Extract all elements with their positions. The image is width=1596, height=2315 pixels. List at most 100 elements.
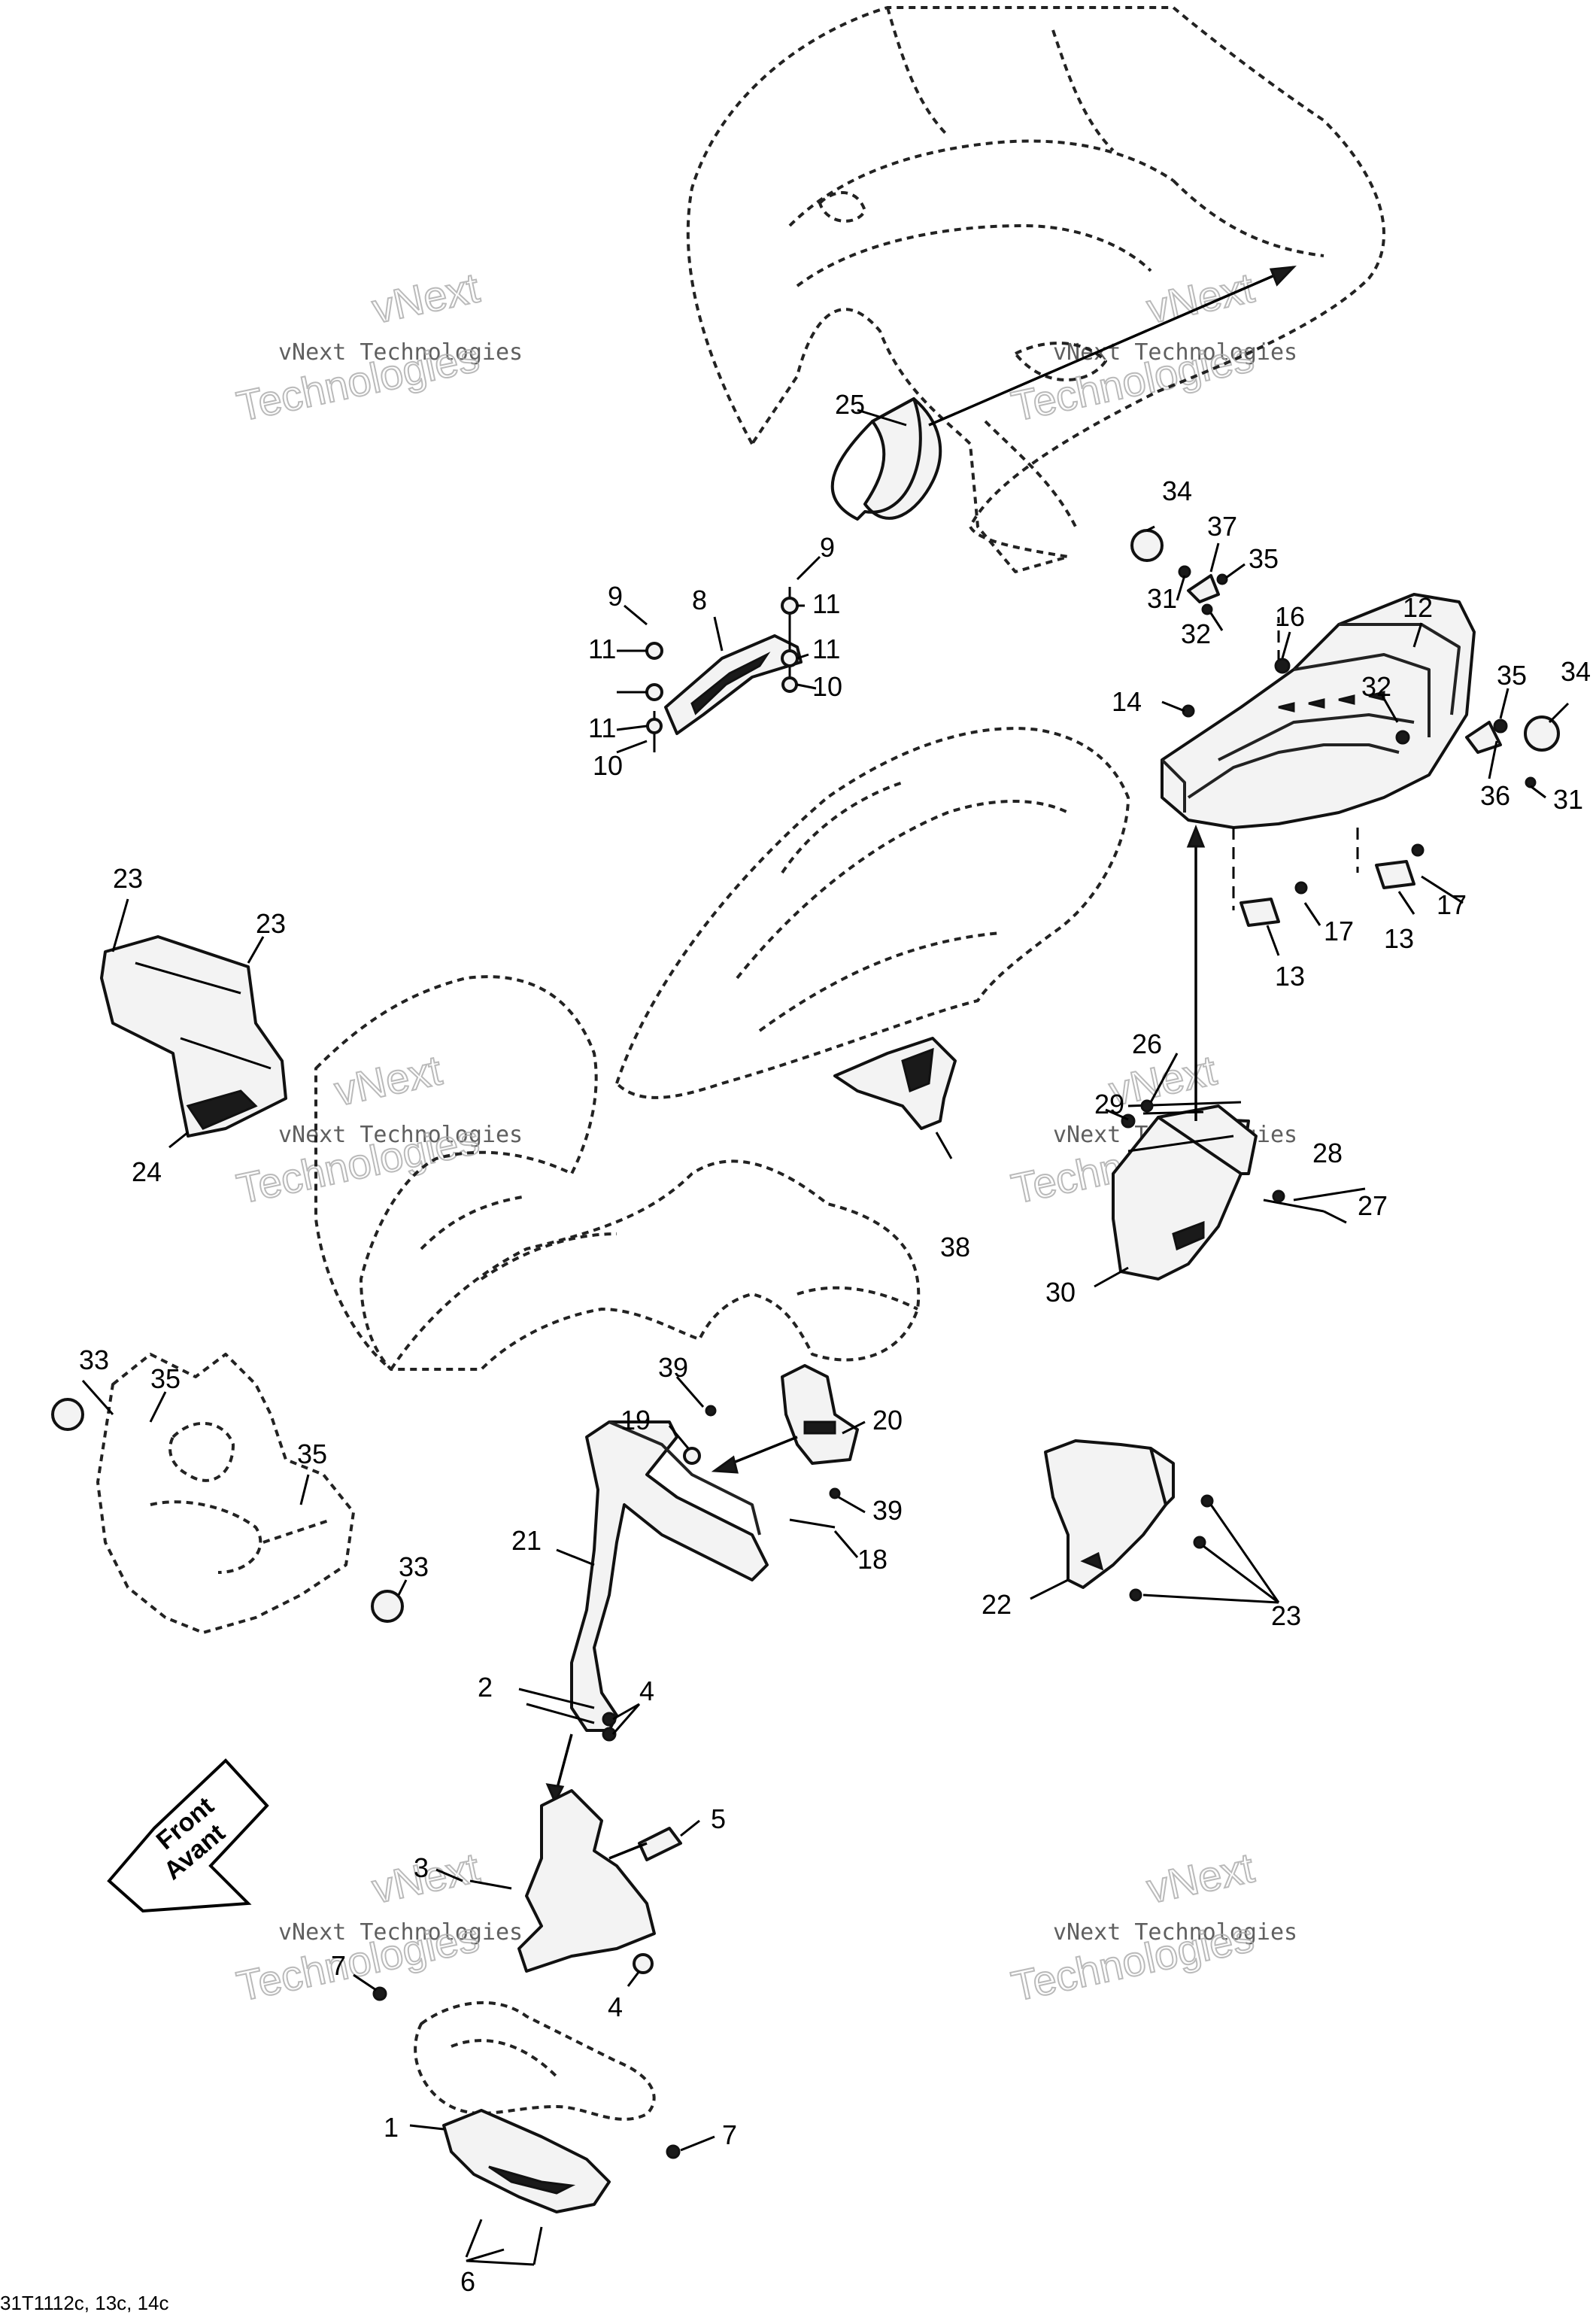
bolts-2 xyxy=(518,1688,595,1724)
callout-21: 21 xyxy=(511,1525,542,1556)
arrow-head-20-21 xyxy=(711,1455,739,1474)
callout-26: 26 xyxy=(1132,1028,1162,1059)
front-bumper-outline xyxy=(414,2001,656,2121)
spacer-5 xyxy=(638,1827,682,1861)
nut-4-lower xyxy=(633,1953,654,1974)
fastener-39-top xyxy=(705,1405,717,1417)
callout-23-c: 23 xyxy=(1271,1600,1301,1631)
fastener-7-bottom xyxy=(666,2144,681,2159)
callout-4-b: 4 xyxy=(608,1991,623,2022)
svg-text:vNext: vNext xyxy=(368,263,484,332)
watermark-bottom-right: vNext Technologies Technologies vNext xyxy=(1006,1843,1297,2010)
part-22-side-guard xyxy=(1044,1439,1175,1589)
svg-text:vNext Technologies: vNext Technologies xyxy=(1053,1919,1297,1946)
front-direction-badge: Front Avant xyxy=(107,1758,269,1913)
callout-35-a: 35 xyxy=(1249,543,1279,574)
watermark-top-left: vNext Technologies Technologies vNext xyxy=(232,263,523,430)
front-fender-outline xyxy=(314,975,921,1372)
callout-34-right: 34 xyxy=(1561,656,1591,687)
callout-3: 3 xyxy=(414,1852,429,1883)
fastener-39-bottom xyxy=(829,1487,841,1499)
callout-9-right: 9 xyxy=(820,532,835,563)
svg-text:vNext: vNext xyxy=(1142,1843,1258,1912)
rack-hardware xyxy=(1178,565,1537,895)
hardware-26 xyxy=(1140,1099,1154,1113)
callout-39-a: 39 xyxy=(658,1352,688,1383)
assembly-arrow-25 xyxy=(928,266,1294,427)
callout-9-left: 9 xyxy=(608,581,623,612)
svg-text:vNext Technologies: vNext Technologies xyxy=(278,1919,523,1946)
callout-37: 37 xyxy=(1207,511,1237,542)
callout-17-a: 17 xyxy=(1324,916,1354,946)
callout-35-d: 35 xyxy=(297,1439,327,1469)
callout-7-b: 7 xyxy=(722,2119,737,2150)
callout-32-b: 32 xyxy=(1361,671,1391,702)
bolt-18 xyxy=(789,1518,836,1529)
part-20-mount-bracket xyxy=(781,1364,859,1465)
arrow-head-30-12 xyxy=(1186,824,1206,848)
callout-8: 8 xyxy=(692,585,707,615)
nut-19 xyxy=(683,1447,701,1465)
callout-31-a: 31 xyxy=(1147,583,1177,614)
callout-31-b: 31 xyxy=(1553,784,1583,815)
fasteners-6 xyxy=(465,2219,543,2265)
callout-leaders xyxy=(81,525,1570,2266)
callout-11-b: 11 xyxy=(588,633,616,664)
watermark-bottom-left: vNext Technologies Technologies vNext xyxy=(232,1843,523,2010)
callout-28: 28 xyxy=(1312,1138,1343,1168)
part-25-trim-strip xyxy=(830,397,942,521)
callout-14: 14 xyxy=(1112,686,1142,717)
leader-25 xyxy=(857,409,907,427)
svg-text:vNext Technologies: vNext Technologies xyxy=(278,1122,523,1148)
callout-labels: 25 9 9 8 11 11 11 10 11 10 34 37 35 31 3… xyxy=(79,389,1591,2297)
bolt-3 xyxy=(469,1879,512,1890)
callout-10-a: 10 xyxy=(812,671,842,702)
assembly-arrow-21-lower xyxy=(555,1733,573,1791)
callout-39-b: 39 xyxy=(872,1495,903,1526)
callout-13-b: 13 xyxy=(1275,961,1305,992)
part-12-rear-rack xyxy=(1161,593,1476,829)
part-34-cap-top xyxy=(1130,529,1164,562)
fasteners-23-right xyxy=(1129,1494,1214,1602)
callout-36: 36 xyxy=(1480,780,1510,811)
callout-34-top: 34 xyxy=(1162,475,1192,506)
fastener-7-top xyxy=(372,1986,387,2001)
part-13-clip-left xyxy=(1239,898,1280,927)
part-21-support-bracket xyxy=(570,1420,769,1732)
callout-13-a: 13 xyxy=(1384,923,1414,954)
part-38-bracket xyxy=(833,1037,957,1130)
callout-1: 1 xyxy=(384,2112,399,2143)
part-1-skid-plate xyxy=(442,2109,611,2213)
callout-22: 22 xyxy=(982,1589,1012,1620)
arrow-head-25 xyxy=(1269,266,1297,287)
washer-28 xyxy=(1272,1189,1285,1203)
part-33-cap-right xyxy=(371,1590,404,1623)
callout-23-a: 23 xyxy=(113,863,143,894)
watermark-top-right: vNext Technologies Technologies vNext xyxy=(1006,263,1297,430)
svg-text:vNext Technologies: vNext Technologies xyxy=(278,339,523,366)
callout-38: 38 xyxy=(940,1232,970,1262)
callout-11-c: 11 xyxy=(812,633,840,664)
part-34-cap-right xyxy=(1524,715,1560,752)
callout-2: 2 xyxy=(478,1672,493,1703)
callout-4-a: 4 xyxy=(639,1675,654,1706)
callout-24: 24 xyxy=(132,1156,162,1187)
callout-12: 12 xyxy=(1403,592,1433,623)
callout-7-a: 7 xyxy=(331,1950,346,1981)
arrow-head-21-lower xyxy=(545,1783,565,1805)
leader-38 xyxy=(935,1132,953,1159)
part-33-cap-left xyxy=(51,1398,84,1431)
callout-16: 16 xyxy=(1275,601,1305,632)
part-24-side-panel xyxy=(100,935,287,1138)
callout-27: 27 xyxy=(1358,1190,1388,1221)
part-13-clip-right xyxy=(1375,860,1415,889)
callout-33-b: 33 xyxy=(399,1551,429,1582)
part-8-handle xyxy=(645,587,803,752)
callout-33-a: 33 xyxy=(79,1344,109,1375)
callout-23-b: 23 xyxy=(256,908,286,939)
diagram-reference-code: 31T1112c, 13c, 14c xyxy=(0,2292,169,2314)
leader-24 xyxy=(168,1131,189,1149)
callout-25: 25 xyxy=(835,389,865,420)
front-nose-panel xyxy=(96,1353,355,1634)
callout-30: 30 xyxy=(1045,1277,1076,1308)
